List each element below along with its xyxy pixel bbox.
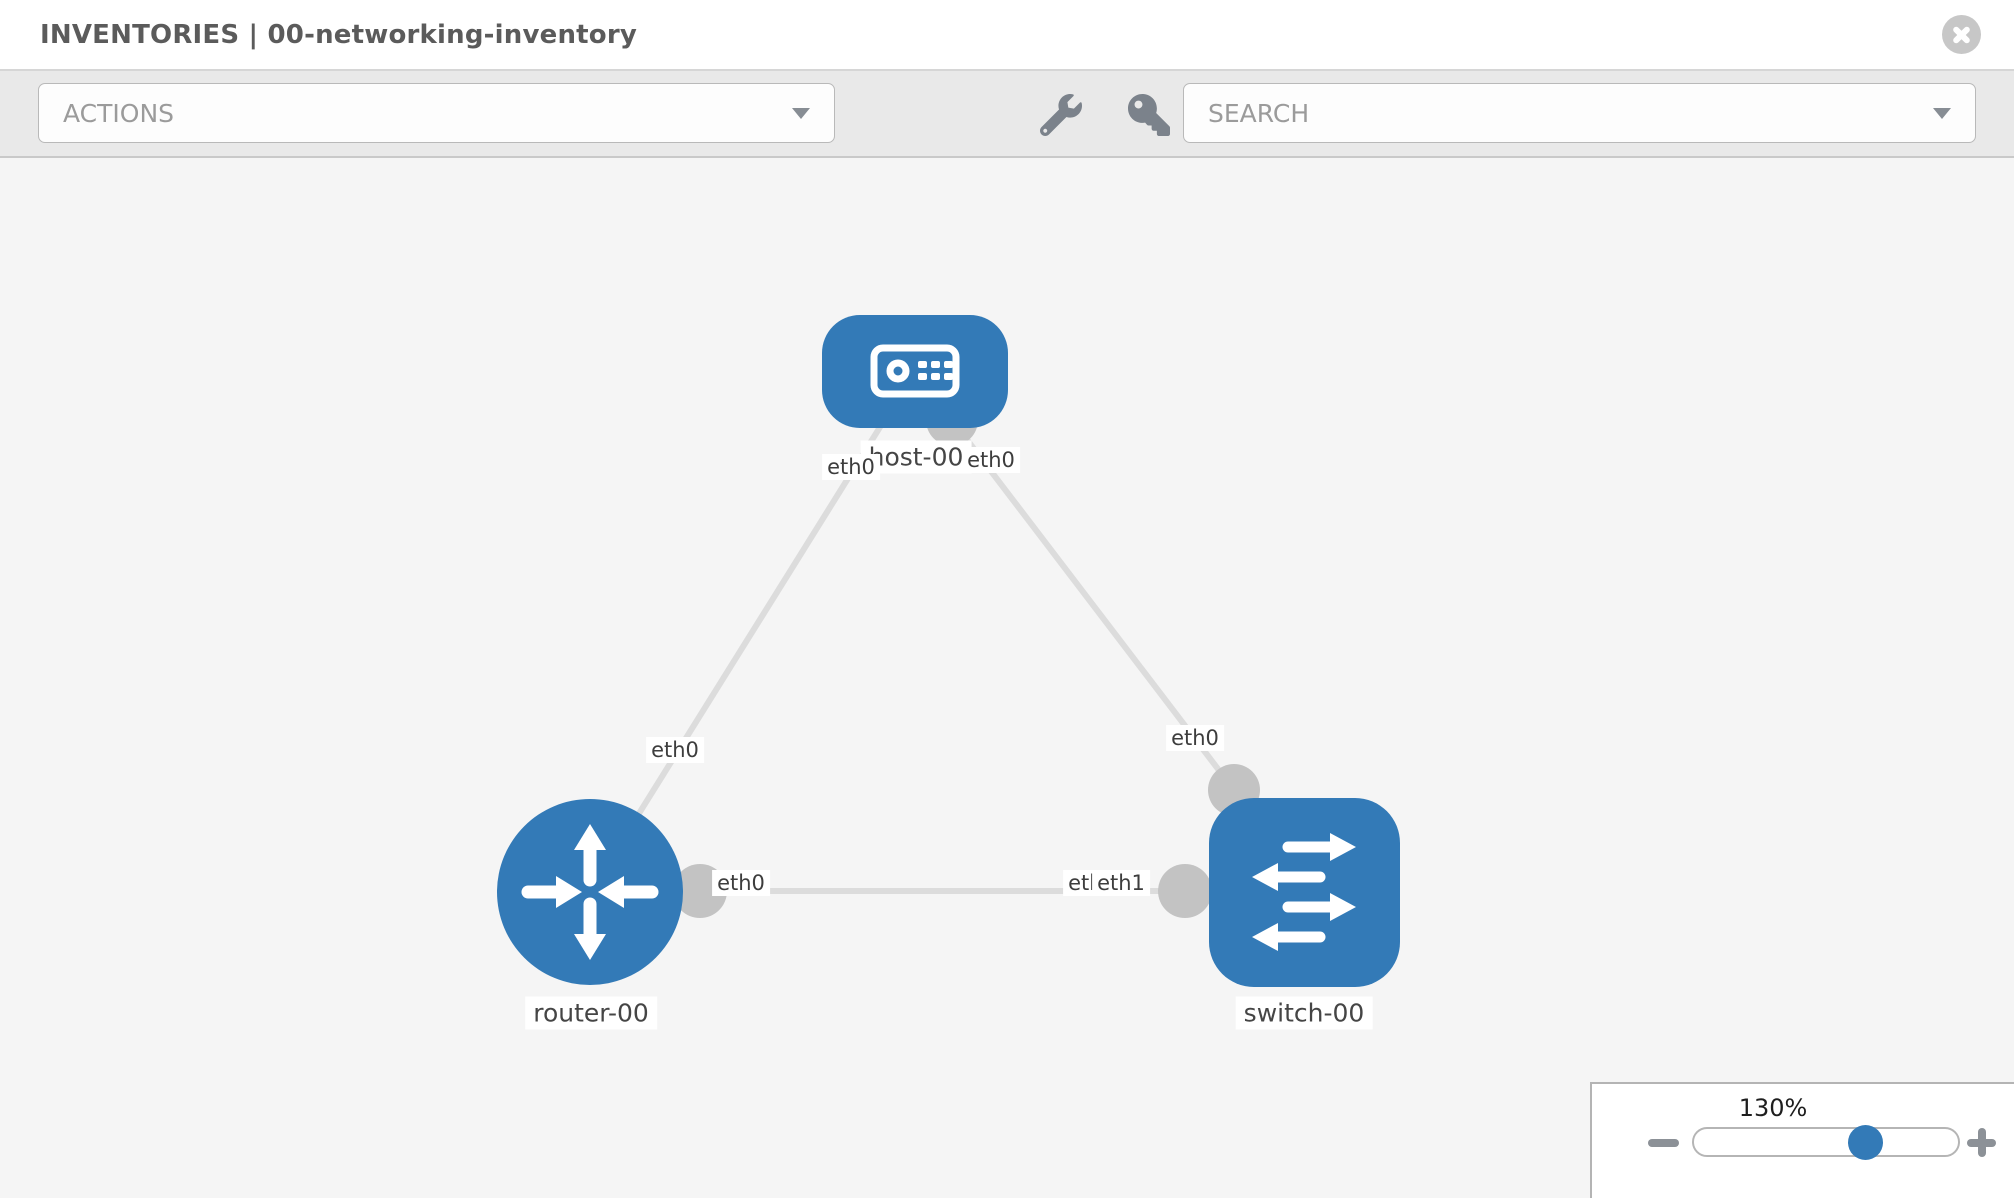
page-title: INVENTORIES | 00-networking-inventory bbox=[40, 19, 638, 50]
iface-label-router-to-switch: eth0 bbox=[712, 870, 770, 896]
zoom-in-button[interactable] bbox=[1967, 1128, 1996, 1157]
topology-canvas[interactable]: host-00 router-00 switch-00 eth0 eth0 et… bbox=[0, 158, 2014, 1198]
key-button[interactable] bbox=[1128, 93, 1170, 136]
iface-label-host-to-switch: eth0 bbox=[962, 447, 1020, 473]
actions-dropdown[interactable]: ACTIONS bbox=[38, 83, 835, 143]
iface-label-host-to-router: eth0 bbox=[822, 454, 880, 480]
search-dropdown[interactable]: SEARCH bbox=[1183, 83, 1976, 143]
zoom-panel: 130% bbox=[1590, 1082, 2014, 1198]
search-dropdown-label: SEARCH bbox=[1208, 98, 1310, 128]
zoom-slider-thumb[interactable] bbox=[1848, 1125, 1883, 1160]
zoom-slider-track[interactable] bbox=[1692, 1127, 1960, 1157]
zoom-level-text: 130% bbox=[1738, 1094, 1808, 1122]
switch-icon bbox=[1252, 833, 1356, 951]
iface-label-router-to-host: eth0 bbox=[646, 737, 704, 763]
connector-switch-eth1 bbox=[1158, 864, 1212, 918]
node-router-00[interactable] bbox=[497, 799, 683, 985]
plus-icon bbox=[1978, 1128, 1986, 1157]
router-icon bbox=[521, 824, 659, 960]
node-label-router-00: router-00 bbox=[525, 996, 657, 1030]
zoom-out-button[interactable] bbox=[1648, 1139, 1679, 1147]
chevron-down-icon bbox=[792, 108, 810, 119]
iface-label-switch-eth1: eth1 bbox=[1092, 870, 1150, 896]
node-host-00[interactable] bbox=[822, 315, 1008, 428]
actions-dropdown-label: ACTIONS bbox=[63, 98, 175, 128]
key-icon bbox=[1128, 93, 1170, 136]
chevron-down-icon bbox=[1933, 108, 1951, 119]
toolbar-icon-group bbox=[1039, 71, 1170, 158]
toolbar: ACTIONS SEARCH bbox=[0, 71, 2014, 158]
topology-svg bbox=[497, 315, 1400, 987]
node-switch-00[interactable] bbox=[1209, 798, 1400, 987]
wrench-icon bbox=[1039, 93, 1082, 136]
wrench-button[interactable] bbox=[1039, 93, 1082, 136]
host-icon bbox=[870, 344, 960, 398]
close-button[interactable] bbox=[1942, 15, 1981, 54]
page-header: INVENTORIES | 00-networking-inventory bbox=[0, 0, 2014, 71]
iface-label-switch-to-host: eth0 bbox=[1166, 725, 1224, 751]
node-label-switch-00: switch-00 bbox=[1235, 996, 1373, 1030]
